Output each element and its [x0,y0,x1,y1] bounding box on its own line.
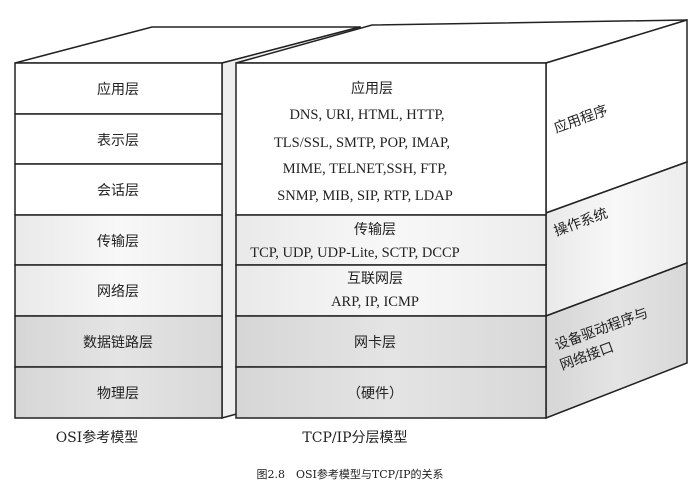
figure-caption: 图2.8 OSI参考模型与TCP/IP的关系 [257,467,444,481]
internet-protocols: ARP, IP, ICMP [331,294,419,310]
tcpip-link-label: 网卡层 [354,335,396,351]
tcpip-hardware-box [235,366,547,419]
tcpip-model-title: TCP/IP分层模型 [302,430,407,446]
transport-protocols: TCP, UDP, UDP-Lite, SCTP, DCCP [250,245,460,261]
osi-layer-label: 物理层 [97,386,139,402]
tcpip-link-box [235,315,547,368]
osi-layer-box [14,366,223,419]
application-protocols: SNMP, MIB, SIP, RTP, LDAP [277,188,453,204]
tcpip-application-label: 应用层 [351,80,393,97]
osi-layer-box [14,62,223,115]
osi-layer-label: 应用层 [97,81,139,98]
osi-layer-box [14,113,223,165]
tcpip-transport-box [235,214,547,266]
tcpip-hardware-label: （硬件） [347,386,403,402]
tcpip-application-box [235,62,547,216]
tcpip-transport-label: 传输层 [354,222,396,238]
tcpip-internet-box [235,264,547,317]
osi-layer-label: 表示层 [97,133,139,149]
application-protocols: TLS/SSL, SMTP, POP, IMAP, [274,135,450,151]
osi-layer-label: 数据链路层 [83,335,153,351]
osi-layer-label: 会话层 [97,183,139,199]
osi-layer-label: 传输层 [97,234,139,250]
application-protocols: DNS, URI, HTML, HTTP, [289,107,444,123]
application-protocols: MIME, TELNET,SSH, FTP, [283,161,448,177]
tcpip-internet-label: 互联网层 [347,271,403,287]
osi-layer-label: 网络层 [97,284,139,300]
osi-model-title: OSI参考模型 [56,429,139,446]
